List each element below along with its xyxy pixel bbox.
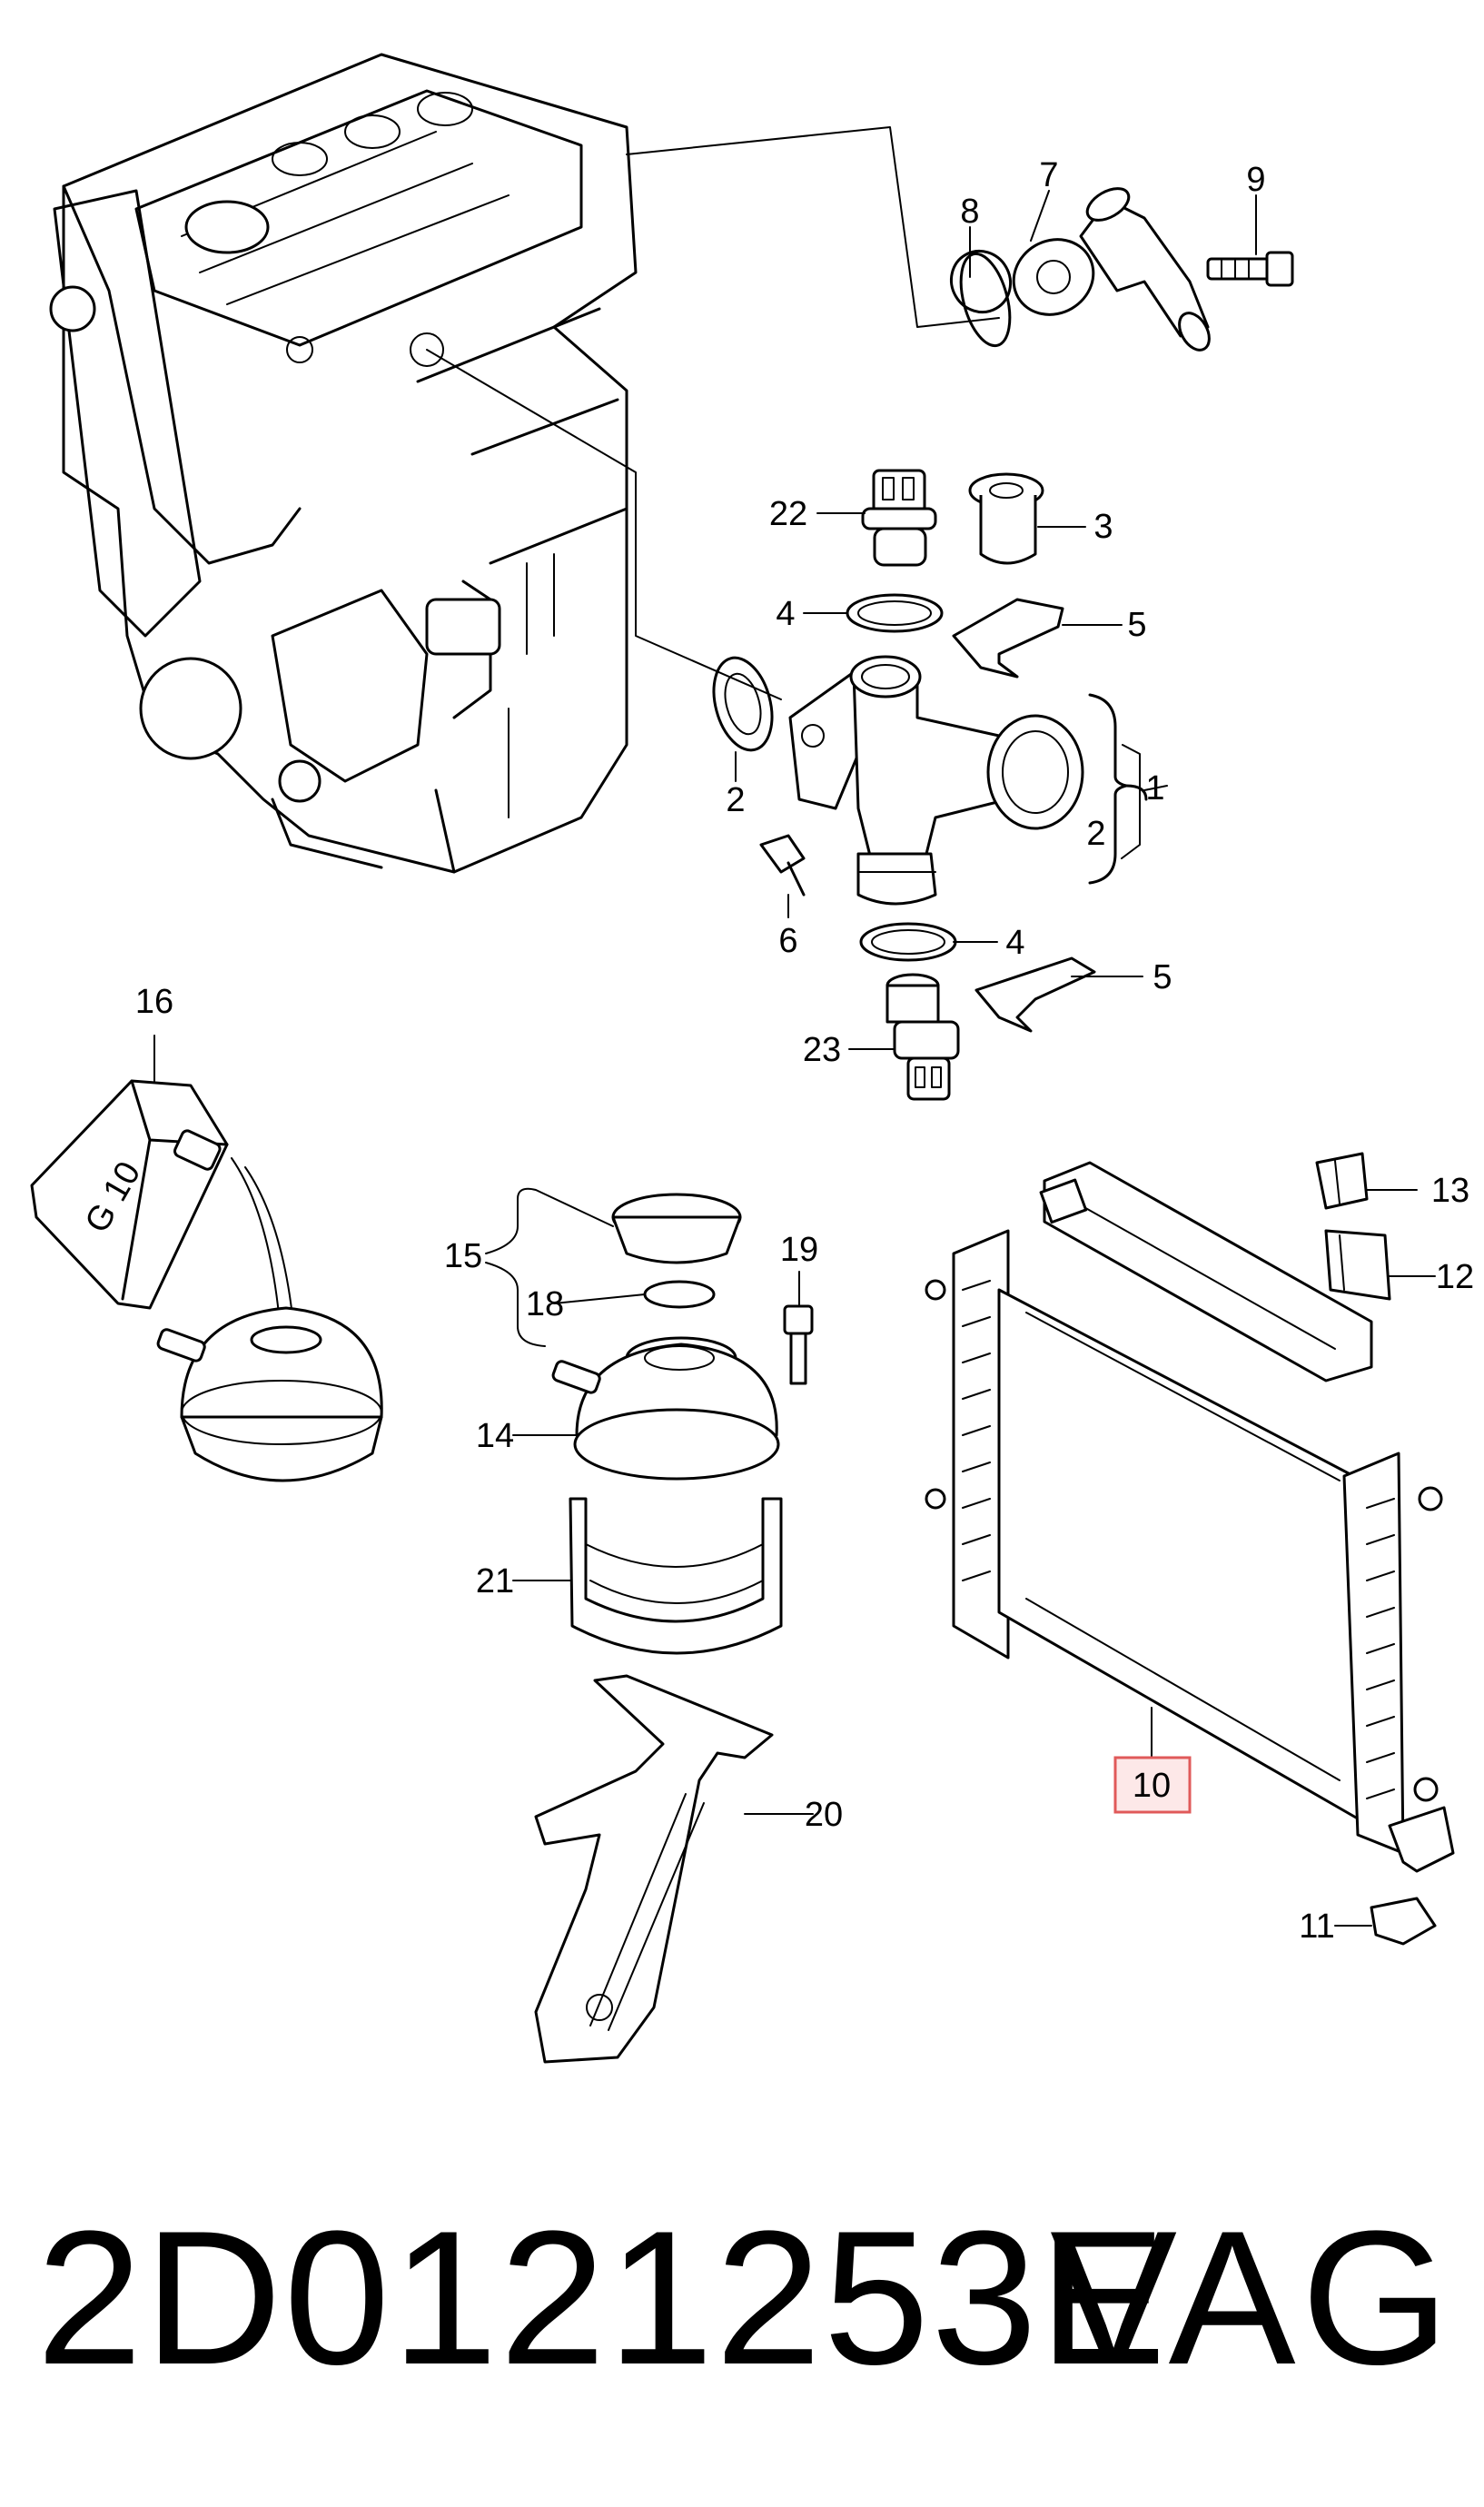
callout-3: 3 <box>1093 508 1113 546</box>
expansion-tank-left-drawing <box>156 1306 383 1482</box>
gasket-2-drawing <box>712 656 774 752</box>
leader-lines <box>153 190 1436 1927</box>
callout-11: 11 <box>1299 1908 1334 1946</box>
callout-7: 7 <box>1039 156 1058 194</box>
coolant-flange-1-drawing <box>788 655 1084 906</box>
bolt-19-drawing <box>783 1304 814 1385</box>
bolt-6-drawing <box>759 834 806 897</box>
engine-drawing <box>49 53 1000 874</box>
callout-22: 22 <box>769 495 807 533</box>
callout-1: 1 <box>1145 769 1164 808</box>
callout-21: 21 <box>476 1562 514 1600</box>
o-ring-18-drawing <box>643 1280 716 1309</box>
bracket-21-drawing <box>569 1497 783 1655</box>
callout-4-top: 4 <box>776 595 795 633</box>
grommet-11-drawing <box>1370 1897 1437 1946</box>
clip-13-drawing <box>1315 1152 1369 1210</box>
callout-4-bottom: 4 <box>1005 924 1024 962</box>
callout-15: 15 <box>444 1237 482 1275</box>
flange-7-drawing <box>949 187 1211 352</box>
callout-5-top: 5 <box>1127 606 1146 644</box>
sensor-22-drawing <box>861 469 937 567</box>
callout-20: 20 <box>805 1796 843 1834</box>
callout-18: 18 <box>526 1285 564 1323</box>
callout-labels: 7 8 9 22 3 4 5 1 2 2 6 4 5 23 16 15 19 1… <box>135 156 1474 1946</box>
radiator-cross-member-drawing <box>1039 1161 1373 1382</box>
callout-16: 16 <box>135 983 173 1021</box>
callout-8: 8 <box>960 193 979 231</box>
radiator-10-drawing <box>925 1229 1455 1873</box>
coolant-bottle-16-drawing: G 10 <box>30 1079 296 1345</box>
callout-5-bottom: 5 <box>1153 958 1172 996</box>
bracket-20-drawing <box>534 1674 774 2064</box>
callout-2-right: 2 <box>1086 815 1105 853</box>
part-number: 2D0121253E <box>36 2191 1169 2404</box>
brand-name: VAG <box>1050 2191 1455 2404</box>
callout-10: 10 <box>1133 1767 1171 1805</box>
callout-12: 12 <box>1436 1258 1474 1296</box>
clip-5-bottom-drawing <box>974 956 1096 1033</box>
plug-3-drawing <box>968 472 1044 565</box>
expansion-tank-14-drawing <box>551 1336 780 1481</box>
callout-14: 14 <box>476 1417 514 1455</box>
bolt-9-drawing <box>1206 251 1294 287</box>
callout-6: 6 <box>778 922 797 960</box>
o-ring-8-drawing <box>959 252 1012 348</box>
footer: 2D0121253E VAG <box>0 2171 1484 2425</box>
callout-9: 9 <box>1246 161 1265 199</box>
callout-23: 23 <box>803 1031 841 1069</box>
callout-2-left: 2 <box>726 781 745 819</box>
brace-1-2-drawing <box>1088 693 1168 885</box>
o-ring-4-top-drawing <box>846 593 944 633</box>
o-ring-4-bottom-drawing <box>859 922 957 962</box>
callout-19: 19 <box>780 1231 818 1269</box>
sensor-23-drawing <box>885 973 960 1101</box>
cap-15-drawing <box>611 1193 742 1264</box>
callout-13: 13 <box>1431 1172 1469 1210</box>
highlight-box-10 <box>1113 1756 1192 1814</box>
clip-5-top-drawing <box>952 598 1064 679</box>
clip-12-drawing <box>1324 1229 1391 1301</box>
